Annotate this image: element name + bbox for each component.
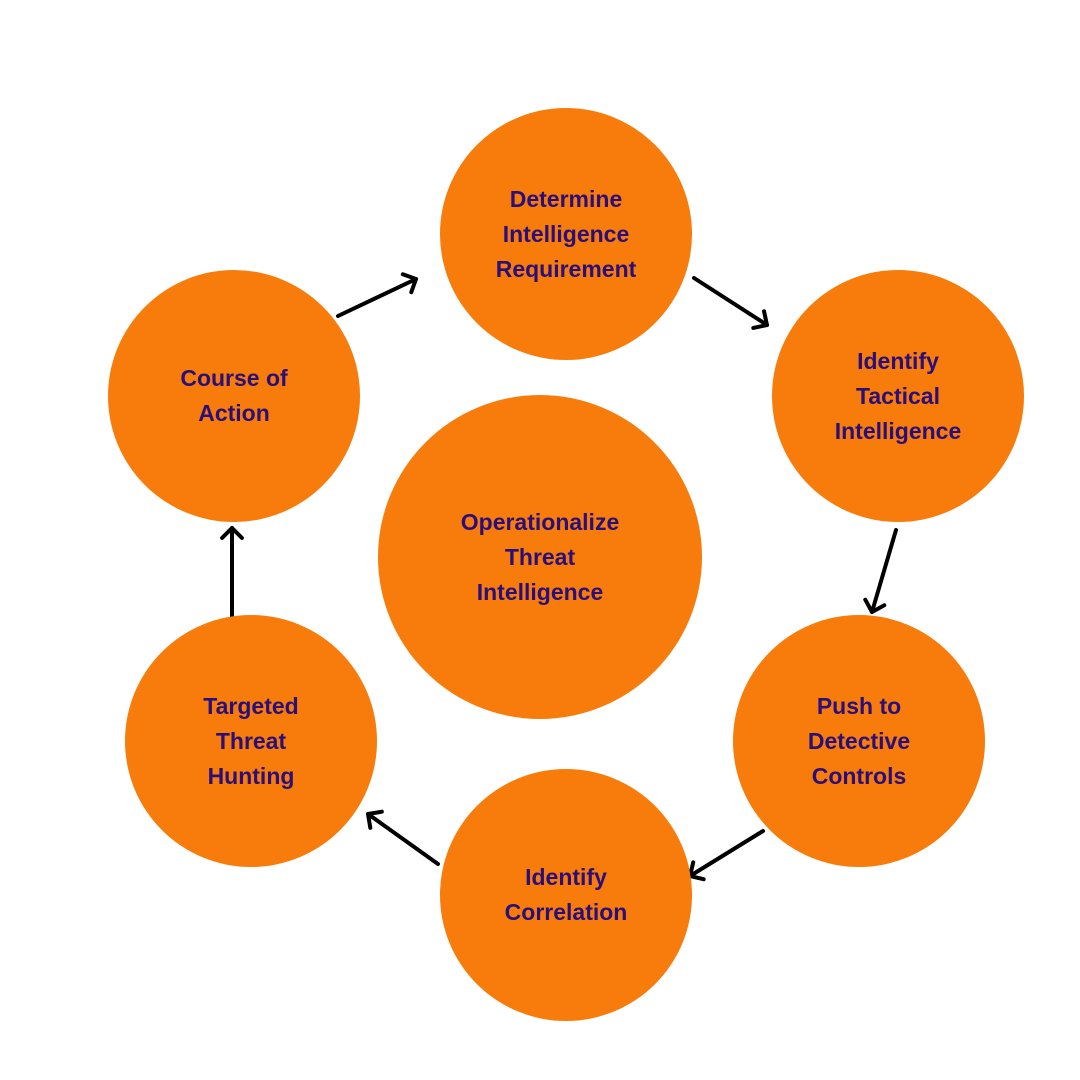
arrow-head bbox=[220, 526, 244, 540]
arrow-shaft bbox=[692, 276, 769, 327]
arrow-course-of-action-to-determine-intelligence-requirement bbox=[336, 272, 418, 318]
arrow-head bbox=[863, 597, 887, 614]
arrow-identify-tactical-intelligence-to-push-to-detective-controls bbox=[863, 528, 898, 614]
step-node-identify-correlation: Identify Correlation bbox=[440, 769, 692, 1021]
arrow-shaft bbox=[336, 277, 418, 318]
arrow-determine-intelligence-requirement-to-identify-tactical-intelligence bbox=[692, 276, 769, 330]
step-node-line: Correlation bbox=[504, 899, 628, 925]
arrow-push-to-detective-controls-to-identify-correlation bbox=[688, 829, 765, 882]
arrow-head bbox=[751, 309, 769, 330]
step-node-line: Threat bbox=[215, 727, 287, 754]
center-node-line: Intelligence bbox=[476, 578, 604, 605]
step-node-line: Requirement bbox=[495, 255, 637, 282]
step-node-line: Push to bbox=[816, 692, 902, 719]
arrow-shaft bbox=[366, 812, 440, 866]
step-node-line: Intelligence bbox=[502, 220, 630, 247]
arrow-shaft bbox=[688, 829, 765, 878]
step-node-line: Hunting bbox=[207, 762, 295, 789]
step-node-line: Determine bbox=[509, 185, 623, 212]
step-node-line: Targeted bbox=[203, 692, 299, 719]
center-node-line: Threat bbox=[504, 543, 576, 570]
arrow-targeted-threat-hunting-to-course-of-action bbox=[220, 526, 244, 618]
step-node-line: Controls bbox=[811, 762, 907, 789]
step-node-course-of-action: Course of Action bbox=[108, 270, 360, 522]
step-node-line: Identify bbox=[857, 347, 939, 374]
step-node-line: Course of bbox=[180, 365, 288, 391]
arrow-head bbox=[366, 809, 384, 830]
center-node-operationalize-threat-intelligence: Operationalize Threat Intelligence bbox=[378, 395, 702, 719]
step-node-line: Identify bbox=[525, 864, 607, 890]
step-node-identify-tactical-intelligence: Identify Tactical Intelligence bbox=[772, 270, 1024, 522]
arrow-identify-correlation-to-targeted-threat-hunting bbox=[366, 809, 440, 866]
step-node-determine-intelligence-requirement: Determine Intelligence Requirement bbox=[440, 108, 692, 360]
step-node-targeted-threat-hunting: Targeted Threat Hunting bbox=[125, 615, 377, 867]
step-node-line: Intelligence bbox=[834, 417, 962, 444]
step-node-line: Action bbox=[198, 400, 270, 426]
arrow-shaft bbox=[870, 528, 898, 614]
step-node-line: Tactical bbox=[856, 382, 940, 409]
step-node-push-to-detective-controls: Push to Detective Controls bbox=[733, 615, 985, 867]
step-node-line: Detective bbox=[807, 727, 911, 754]
center-node-line: Operationalize bbox=[460, 508, 620, 535]
arrow-head bbox=[400, 272, 418, 295]
